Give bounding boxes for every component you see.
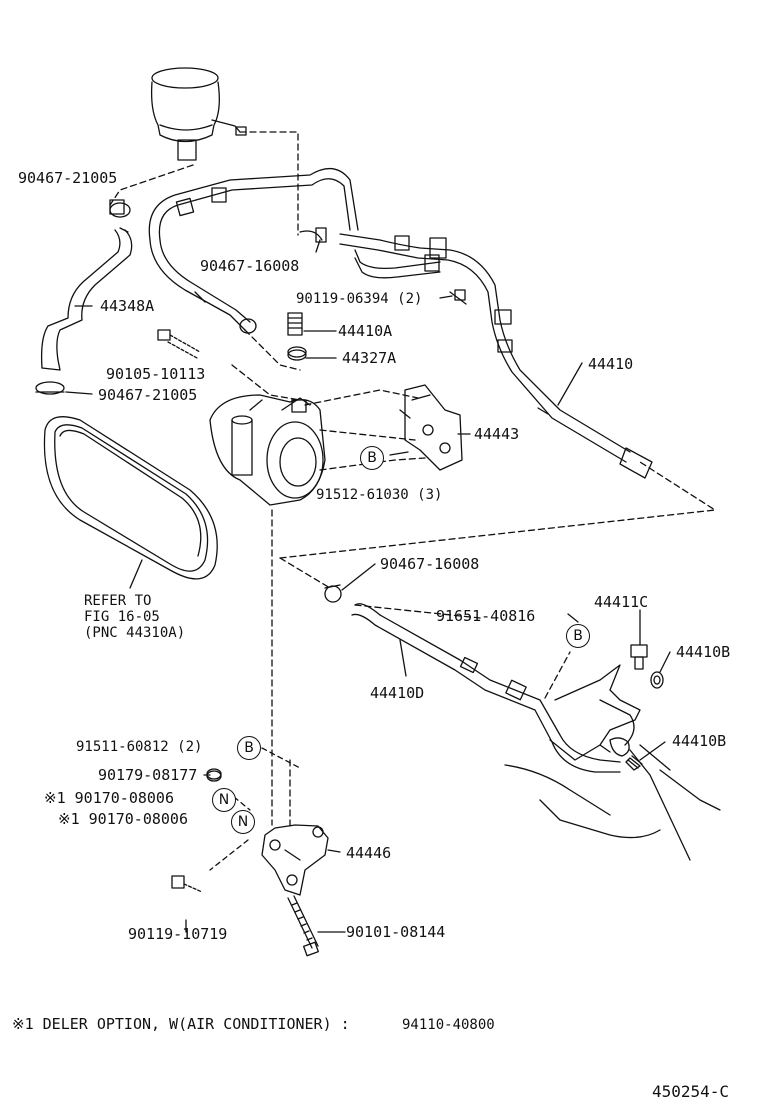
part-label-44348A: 44348A <box>100 297 155 315</box>
part-label-44446: 44446 <box>346 844 392 862</box>
refer-line-2: FIG 16-05 <box>84 609 160 625</box>
part-label-90105-10113: 90105-10113 <box>106 365 206 383</box>
leader-dashes-lower <box>209 747 301 871</box>
badge-b-right: B <box>566 624 590 648</box>
part-label-90467-16008-mid: 90467-16008 <box>380 555 480 573</box>
part-label-90467-16008-top: 90467-16008 <box>200 257 300 275</box>
part-label-44327A: 44327A <box>342 349 397 367</box>
part-label-90467-21005-bottom: 90467-21005 <box>98 386 198 404</box>
leader-dashes-top <box>109 131 301 401</box>
power-steering-pump <box>209 394 326 506</box>
gasket-44410B <box>650 671 664 689</box>
part-label-44410: 44410 <box>588 355 634 373</box>
clamp-middle <box>324 584 342 603</box>
badge-n-first: N <box>212 788 236 812</box>
part-label-91512-61030: 91512-61030 (3) <box>316 487 443 503</box>
union-bolt-44411C <box>630 644 648 670</box>
pressure-line-44410 <box>299 227 653 479</box>
return-hose-upper <box>148 168 359 334</box>
badge-b-upper: B <box>360 446 384 470</box>
reservoir-tank <box>150 67 247 161</box>
part-label-90467-21005-top: 90467-21005 <box>18 169 118 187</box>
return-hose-44410D <box>351 603 621 773</box>
refer-line-1: REFER TO <box>84 593 152 609</box>
part-label-90119-06394: 90119-06394 (2) <box>296 291 423 307</box>
bolt-90105-10113 <box>157 329 201 359</box>
fitting-44410A <box>287 312 307 361</box>
part-label-44410B-lower: 44410B <box>672 732 727 750</box>
leader-dashes-mid <box>271 389 716 831</box>
part-label-91511-60812: 91511-60812 (2) <box>76 739 203 755</box>
bolt-90119-10719 <box>171 875 203 893</box>
badge-b-lower: B <box>237 736 261 760</box>
clamp-bottom <box>35 381 65 395</box>
bracket-44443 <box>399 384 463 471</box>
part-label-44410D: 44410D <box>370 684 425 702</box>
part-label-44410B-upper: 44410B <box>676 643 731 661</box>
figure-code: 450254-C <box>652 1082 730 1101</box>
part-label-90179-08177: 90179-08177 <box>98 766 198 784</box>
badge-n-second: N <box>231 810 255 834</box>
part-label-44443: 44443 <box>474 425 520 443</box>
leader-lines <box>65 239 671 933</box>
bracket-44446 <box>261 824 329 896</box>
refer-line-3: (PNC 44310A) <box>84 625 186 641</box>
footnote-code: 94110-40800 <box>402 1017 495 1033</box>
part-label-90119-10719: 90119-10719 <box>128 925 228 943</box>
part-label-44411C: 44411C <box>594 593 649 611</box>
drive-belt <box>43 416 218 580</box>
washer-90179-08177 <box>206 768 222 782</box>
suction-hose-44348A <box>40 227 133 371</box>
stud-90101-08144 <box>287 895 319 957</box>
part-label-44410A: 44410A <box>338 322 393 340</box>
part-label-90170-08006-first: ※1 90170-08006 <box>44 789 174 807</box>
bolt-90119-06394 <box>449 289 467 305</box>
clamp-top <box>109 199 131 218</box>
part-label-90170-08006-second: ※1 90170-08006 <box>58 810 188 828</box>
gasket-44410B-lower <box>625 755 643 771</box>
part-label-90101-08144: 90101-08144 <box>346 923 446 941</box>
part-label-91651-40816: 91651-40816 <box>436 607 536 625</box>
footnote-text: ※1 DELER OPTION, W(AIR CONDITIONER) : <box>12 1015 350 1033</box>
steering-gear-housing <box>504 664 721 861</box>
